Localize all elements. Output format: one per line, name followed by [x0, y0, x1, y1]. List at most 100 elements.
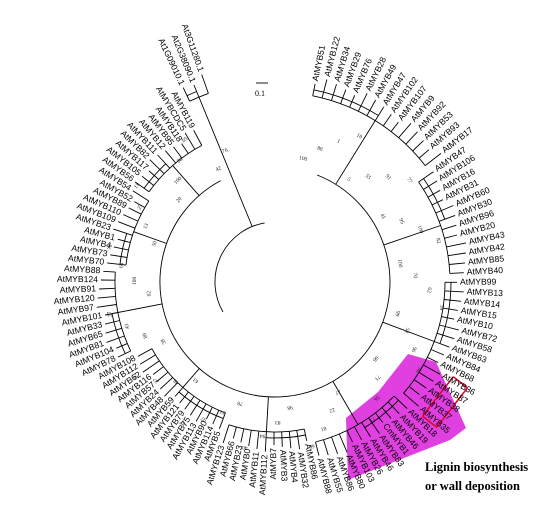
leaf-branch [438, 214, 456, 222]
cmmyb1-highlight-box [422, 376, 468, 428]
bootstrap-value: 66 [308, 442, 315, 449]
leaf-branch [418, 372, 434, 382]
clade-stem [182, 368, 200, 388]
bootstrap-value: 100 [396, 259, 403, 268]
leaf-branch [387, 401, 400, 415]
bootstrap-value: 13 [143, 223, 151, 231]
leaf-branch [159, 377, 174, 390]
bootstrap-value: 70 [412, 272, 418, 278]
subclade-arc [423, 178, 446, 220]
leaf-branch [439, 324, 459, 331]
bootstrap-value: 95 [397, 218, 405, 226]
bootstrap-value: 97 [200, 415, 208, 423]
bootstrap-value: 68 [371, 354, 379, 362]
clade-stem [335, 120, 376, 185]
taxon-label: AtMYB124 [57, 274, 98, 284]
bootstrap-value: 83 [275, 419, 281, 425]
leaf-branch [212, 410, 220, 425]
bootstrap-value: 43 [124, 323, 131, 330]
bootstrap-value: 20 [175, 196, 183, 204]
leaf-branch [449, 272, 464, 274]
leaf-branch [366, 99, 376, 116]
leaf-branch [134, 181, 150, 193]
bootstrap-value: 93 [131, 371, 139, 379]
subclade-arc [178, 391, 224, 419]
leaf-branch [412, 140, 424, 152]
subclade-arc [364, 399, 399, 428]
clade-stem [117, 303, 163, 313]
leaf-branch [340, 89, 347, 104]
leaf-branch [444, 290, 464, 293]
leaf-branch [123, 214, 139, 222]
leaf-branch [193, 84, 200, 98]
bootstrap-value: 80 [316, 146, 323, 154]
bootstrap-value: 59 [438, 304, 445, 311]
bootstrap-value: 27 [107, 311, 114, 318]
bootstrap-value: 98 [287, 404, 293, 411]
bootstrap-value: 90 [414, 366, 422, 374]
bootstrap-value: 48 [172, 377, 180, 385]
leaf-branch [141, 175, 154, 186]
taxon-label: AtMYB91 [60, 283, 97, 294]
backbone-arc [159, 174, 391, 398]
leaf-branch [117, 350, 131, 358]
clade-stem [382, 321, 435, 342]
leaf-branch [424, 153, 442, 166]
leaf-branch [156, 371, 169, 383]
leaf-branch [113, 228, 133, 236]
bootstrap-value: 98 [176, 157, 184, 165]
lignin-clade-highlight [346, 354, 466, 480]
leaf-branch [361, 422, 371, 438]
leaf-branch [139, 354, 156, 365]
bootstrap-value: 25 [136, 203, 144, 211]
bootstrap-value: 56 [372, 394, 380, 402]
leaf-branch [444, 299, 462, 302]
leaf-branch [182, 87, 191, 102]
leaf-branch [423, 180, 438, 190]
bootstrap-value: 55 [364, 173, 372, 181]
leaf-branch [103, 270, 116, 273]
taxon-label: AtMYB40 [467, 265, 504, 277]
leaf-branch [105, 327, 122, 334]
leaf-branch [128, 207, 142, 215]
leaf-branch [107, 262, 127, 266]
clade-stem [198, 96, 253, 227]
bootstrap-value: 91 [384, 173, 392, 181]
bootstrap-value: 100 [298, 155, 308, 163]
leaf-branch [405, 131, 418, 145]
bootstrap-value: 94 [259, 432, 265, 438]
bootstrap-value: 38 [160, 337, 168, 345]
taxon-label: AtMYB85 [467, 253, 504, 267]
leaf-branch [315, 441, 320, 456]
leaf-branch [418, 171, 434, 183]
leaf-branch [281, 431, 283, 447]
bootstrap-value: 62 [426, 287, 432, 293]
leaf-branch [149, 159, 165, 175]
branch-layer [96, 74, 467, 456]
leaf-branch [444, 234, 458, 239]
subclade-arc [439, 282, 452, 344]
bootstrap-value: 65 [181, 136, 189, 144]
leaf-branch [381, 407, 392, 419]
taxon-label: AtMYB120 [53, 293, 95, 307]
leaf-branch [118, 221, 136, 229]
bootstrap-value: 11 [133, 182, 141, 190]
leaf-branch [382, 114, 392, 127]
clade-stem [133, 231, 167, 244]
leaf-branch [436, 332, 455, 340]
leaf-branch [189, 399, 201, 416]
subclade-arc [143, 163, 167, 189]
leaf-branch [179, 391, 189, 404]
leaf-branch [331, 436, 339, 455]
leaf-branch [105, 312, 118, 316]
leaf-branch [193, 130, 203, 146]
subclade-arc [266, 434, 306, 439]
taxon-label: AtMYB70 [68, 253, 105, 267]
bootstrap-value: 61 [192, 376, 200, 384]
bootstrap-value: 52 [403, 327, 411, 334]
caption: Lignin biosynthesis or wall deposition [425, 460, 528, 493]
leaf-branch [441, 224, 457, 231]
leaf-branch [110, 254, 128, 258]
subclade-arc [186, 91, 197, 97]
